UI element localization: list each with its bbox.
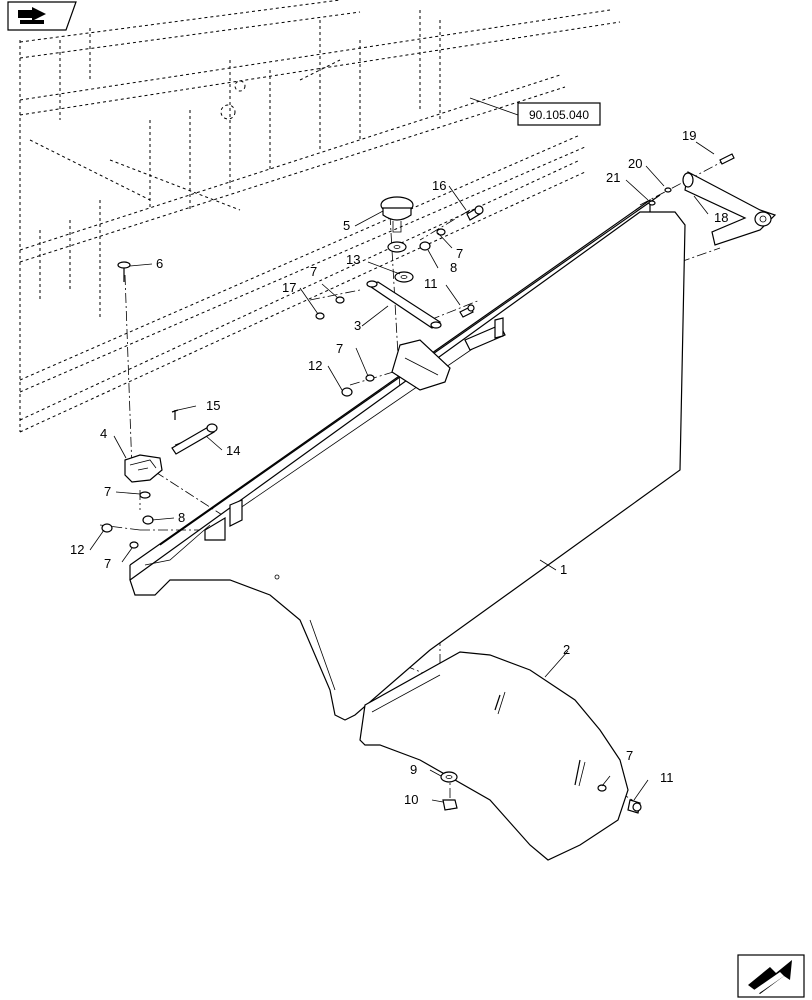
callout-7b: 7 — [456, 246, 463, 261]
callout-7f: 7 — [626, 748, 633, 763]
part-12-nut-upper[interactable] — [341, 387, 353, 397]
callout-20: 20 — [628, 156, 642, 171]
callout-11b: 11 — [660, 770, 674, 785]
callout-14: 14 — [226, 443, 240, 458]
part-4-bracket-clamp[interactable] — [124, 454, 163, 483]
part-13-washers[interactable] — [387, 241, 414, 283]
callout-16: 16 — [432, 178, 446, 193]
part-17-nut[interactable] — [315, 312, 325, 320]
part-14-bolt[interactable] — [171, 409, 218, 455]
part-2-lower-shield[interactable] — [359, 651, 629, 861]
next-page-icon[interactable] — [737, 954, 805, 998]
part-12-nut-lower[interactable] — [101, 523, 113, 533]
part-11-bolt-upper[interactable] — [459, 304, 475, 318]
part-5-knob[interactable] — [380, 196, 414, 233]
callout-6: 6 — [156, 256, 163, 271]
part-8-nut-upper[interactable] — [419, 241, 431, 251]
part-8-nut-lower[interactable] — [142, 515, 154, 525]
part-21-pin[interactable] — [648, 200, 656, 206]
part-20-washer[interactable] — [664, 187, 672, 193]
callout-1: 1 — [560, 562, 567, 577]
callout-11a: 11 — [424, 276, 438, 291]
callout-5: 5 — [343, 218, 350, 233]
callout-8b: 8 — [178, 510, 185, 525]
part-16-bolt[interactable] — [466, 205, 484, 221]
callout-7a: 7 — [104, 484, 111, 499]
callout-13: 13 — [346, 252, 360, 267]
part-6-pin[interactable] — [117, 261, 131, 282]
callout-19: 19 — [682, 128, 696, 143]
callout-12a: 12 — [308, 358, 322, 373]
callout-9: 9 — [410, 762, 417, 777]
callout-7c: 7 — [310, 264, 317, 279]
callout-15: 15 — [206, 398, 220, 413]
part-10-nut[interactable] — [442, 799, 458, 811]
callout-4: 4 — [100, 426, 107, 441]
part-18-arm[interactable] — [682, 171, 777, 246]
part-9-washer[interactable] — [440, 771, 458, 783]
callout-3: 3 — [354, 318, 361, 333]
back-page-icon[interactable] — [7, 1, 77, 31]
reference-label: 90.105.040 — [529, 108, 589, 122]
part-bracket-center[interactable] — [391, 339, 451, 391]
header-frame — [19, 0, 621, 433]
callout-17: 17 — [282, 280, 296, 295]
part-19-pin[interactable] — [719, 153, 735, 165]
part-7-washers[interactable] — [129, 228, 607, 792]
callout-7d: 7 — [336, 341, 343, 356]
part-11-bolt-lower[interactable] — [627, 799, 642, 814]
callout-10: 10 — [404, 792, 418, 807]
callout-labels: 1 2 3 4 5 6 7 7 7 7 7 7 8 8 9 10 11 11 1… — [70, 128, 728, 807]
callout-12b: 12 — [70, 542, 84, 557]
callout-8a: 8 — [450, 260, 457, 275]
callout-7e: 7 — [104, 556, 111, 571]
callout-2: 2 — [563, 642, 570, 657]
part-3-shaft[interactable] — [366, 280, 442, 329]
callout-21: 21 — [606, 170, 620, 185]
leader-lines — [89, 141, 715, 803]
callout-18: 18 — [714, 210, 728, 225]
reference-box[interactable]: 90.105.040 — [469, 97, 601, 126]
